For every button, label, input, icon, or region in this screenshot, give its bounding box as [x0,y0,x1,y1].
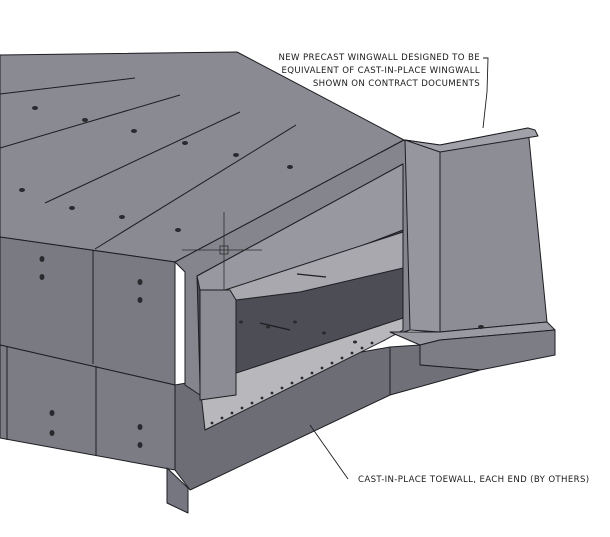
culvert-inner-floor [199,317,404,431]
wingwall-callout: NEW PRECAST WINGWALL DESIGNED TO BE EQUI… [278,52,480,91]
wingwall-note-line-1: NEW PRECAST WINGWALL DESIGNED TO BE [278,53,480,63]
toewall-callout: CAST-IN-PLACE TOEWALL, EACH END (BY OTHE… [358,474,589,487]
toewall-note: CAST-IN-PLACE TOEWALL, EACH END (BY OTHE… [358,475,590,485]
wingwall-note-line-3: SHOWN ON CONTRACT DOCUMENTS [312,79,480,89]
cad-crosshair [182,212,262,290]
top-deck-joints [0,77,297,250]
wingwall-footing-side [389,344,481,396]
wingwall-top-cap [404,127,539,153]
leader-lines [309,57,489,480]
floor-hole-row [210,341,374,425]
tie-rods [259,273,327,331]
toewall-footing [166,467,189,514]
culvert-inner-side [199,289,237,401]
deck-holes [19,106,484,448]
wingwall-note-line-2: EQUIVALENT OF CAST-IN-PLACE WINGWALL [281,66,480,76]
side-wall-joints [6,250,97,456]
wingwall-face [404,139,441,333]
wingwall-side [439,127,548,333]
